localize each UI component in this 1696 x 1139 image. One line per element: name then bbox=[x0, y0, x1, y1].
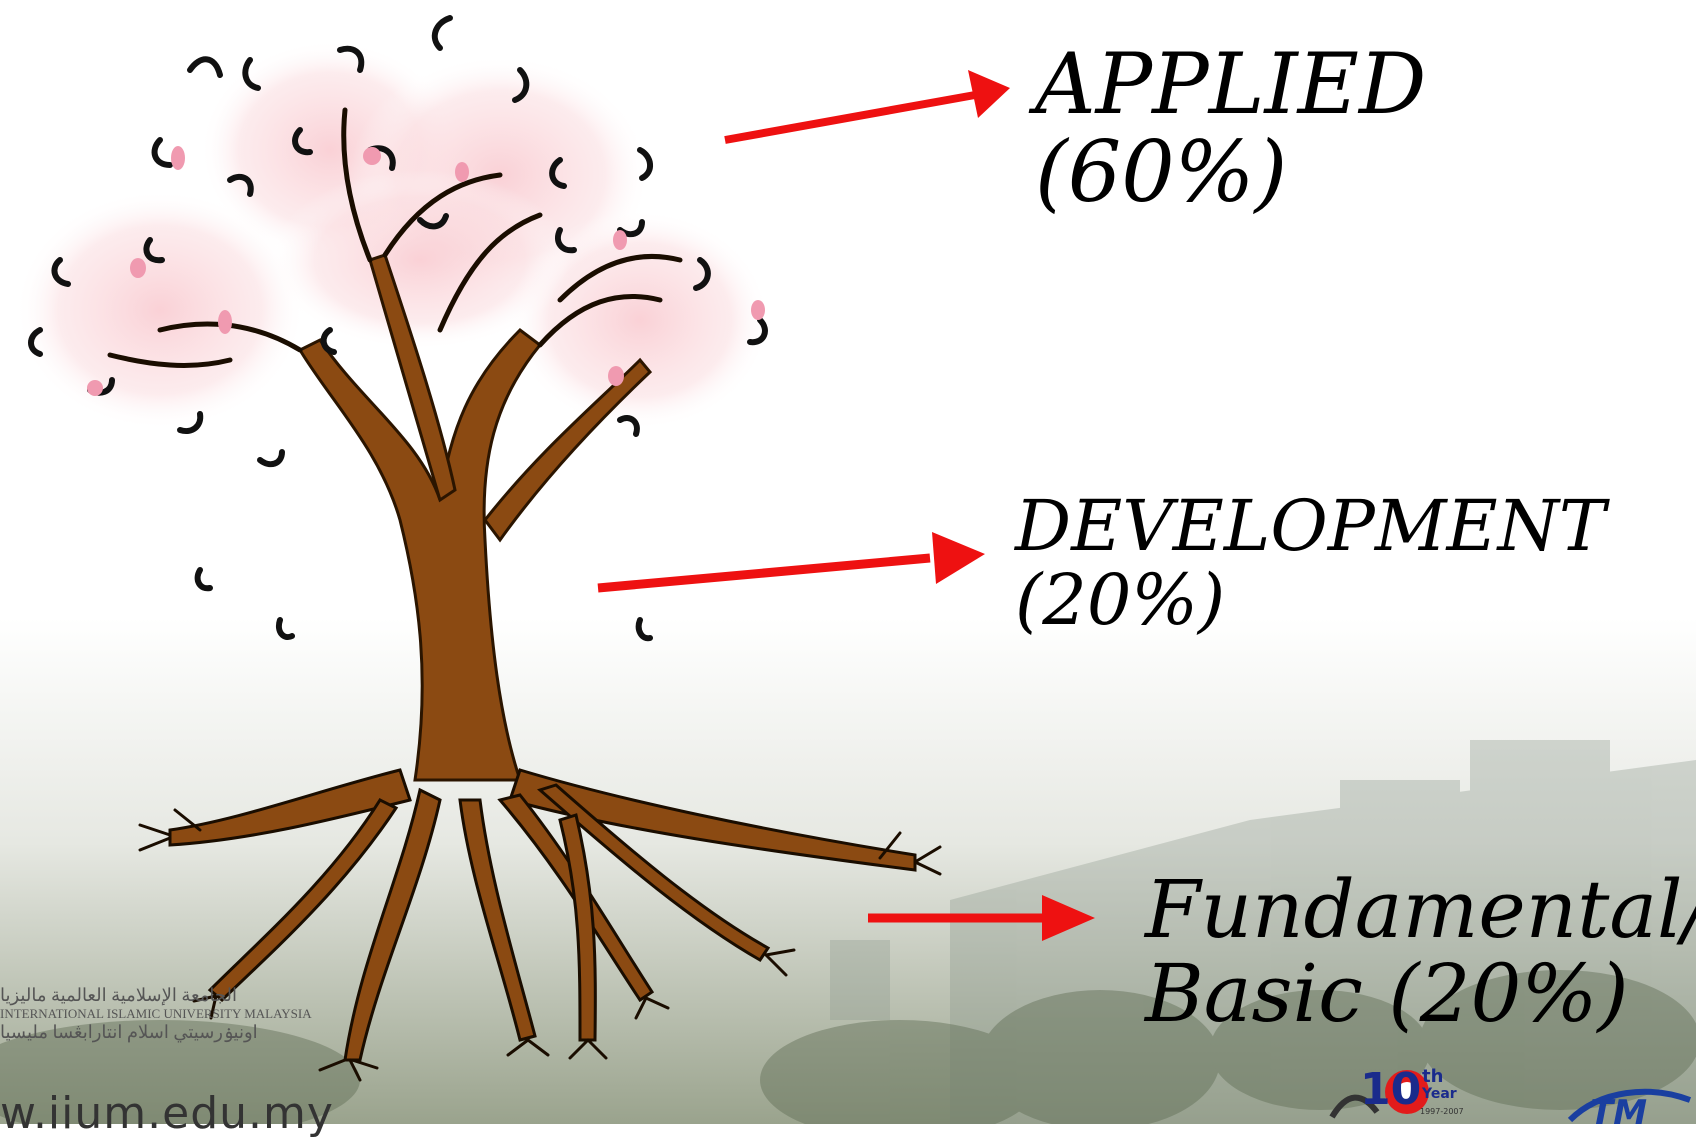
label-fundamental: Fundamental/ Basic (20%) bbox=[1145, 868, 1696, 1036]
iium-logo: الجامعة الإسلامية العالمية ماليزيا INTER… bbox=[0, 985, 340, 1085]
logo-arabic-line-1: الجامعة الإسلامية العالمية ماليزيا bbox=[0, 985, 237, 1005]
tree-canopy bbox=[15, 40, 770, 430]
arrow-development bbox=[597, 532, 985, 593]
tree-trunk bbox=[297, 253, 653, 782]
label-fundamental-name: Fundamental/ bbox=[1145, 863, 1696, 956]
arrow-fundamental bbox=[868, 895, 1095, 941]
tenth-year-range: 1997-2007 bbox=[1420, 1107, 1464, 1116]
tenth-number: 10 bbox=[1360, 1064, 1422, 1115]
label-development-name: DEVELOPMENT bbox=[1015, 485, 1606, 567]
logo-arabic-line-2: اونيۏرسيتي اسلام انتارابڠسا مليسيا bbox=[0, 1022, 258, 1042]
tree-branches bbox=[107, 107, 683, 368]
root-tips bbox=[138, 808, 942, 1082]
tm-logo-graphic: TM bbox=[1567, 1088, 1692, 1133]
tm-logo: TM bbox=[1560, 1080, 1696, 1133]
tm-logo-text: TM bbox=[1590, 1093, 1647, 1124]
tenth-year-graphic bbox=[1329, 1070, 1429, 1119]
footer-url: w.iium.edu.my bbox=[0, 1088, 334, 1139]
tenth-suffix: th bbox=[1422, 1066, 1444, 1087]
label-development-percent: (20%) bbox=[1015, 558, 1226, 641]
tree-roots bbox=[168, 768, 917, 1062]
label-fundamental-percent: Basic (20%) bbox=[1145, 947, 1629, 1040]
label-development: DEVELOPMENT (20%) bbox=[1015, 489, 1606, 641]
arrow-applied bbox=[724, 70, 1010, 144]
tenth-year-text: Year bbox=[1422, 1086, 1457, 1102]
label-applied: APPLIED (60%) bbox=[1035, 40, 1426, 216]
logo-english-line: INTERNATIONAL ISLAMIC UNIVERSITY MALAYSI… bbox=[0, 1006, 312, 1021]
tenth-year-logo: 10 th Year 1997-2007 bbox=[1322, 1062, 1487, 1124]
label-applied-percent: (60%) bbox=[1035, 123, 1288, 222]
blossom-marks bbox=[28, 15, 768, 642]
pink-blossoms bbox=[87, 146, 765, 396]
label-applied-name: APPLIED bbox=[1035, 35, 1427, 133]
